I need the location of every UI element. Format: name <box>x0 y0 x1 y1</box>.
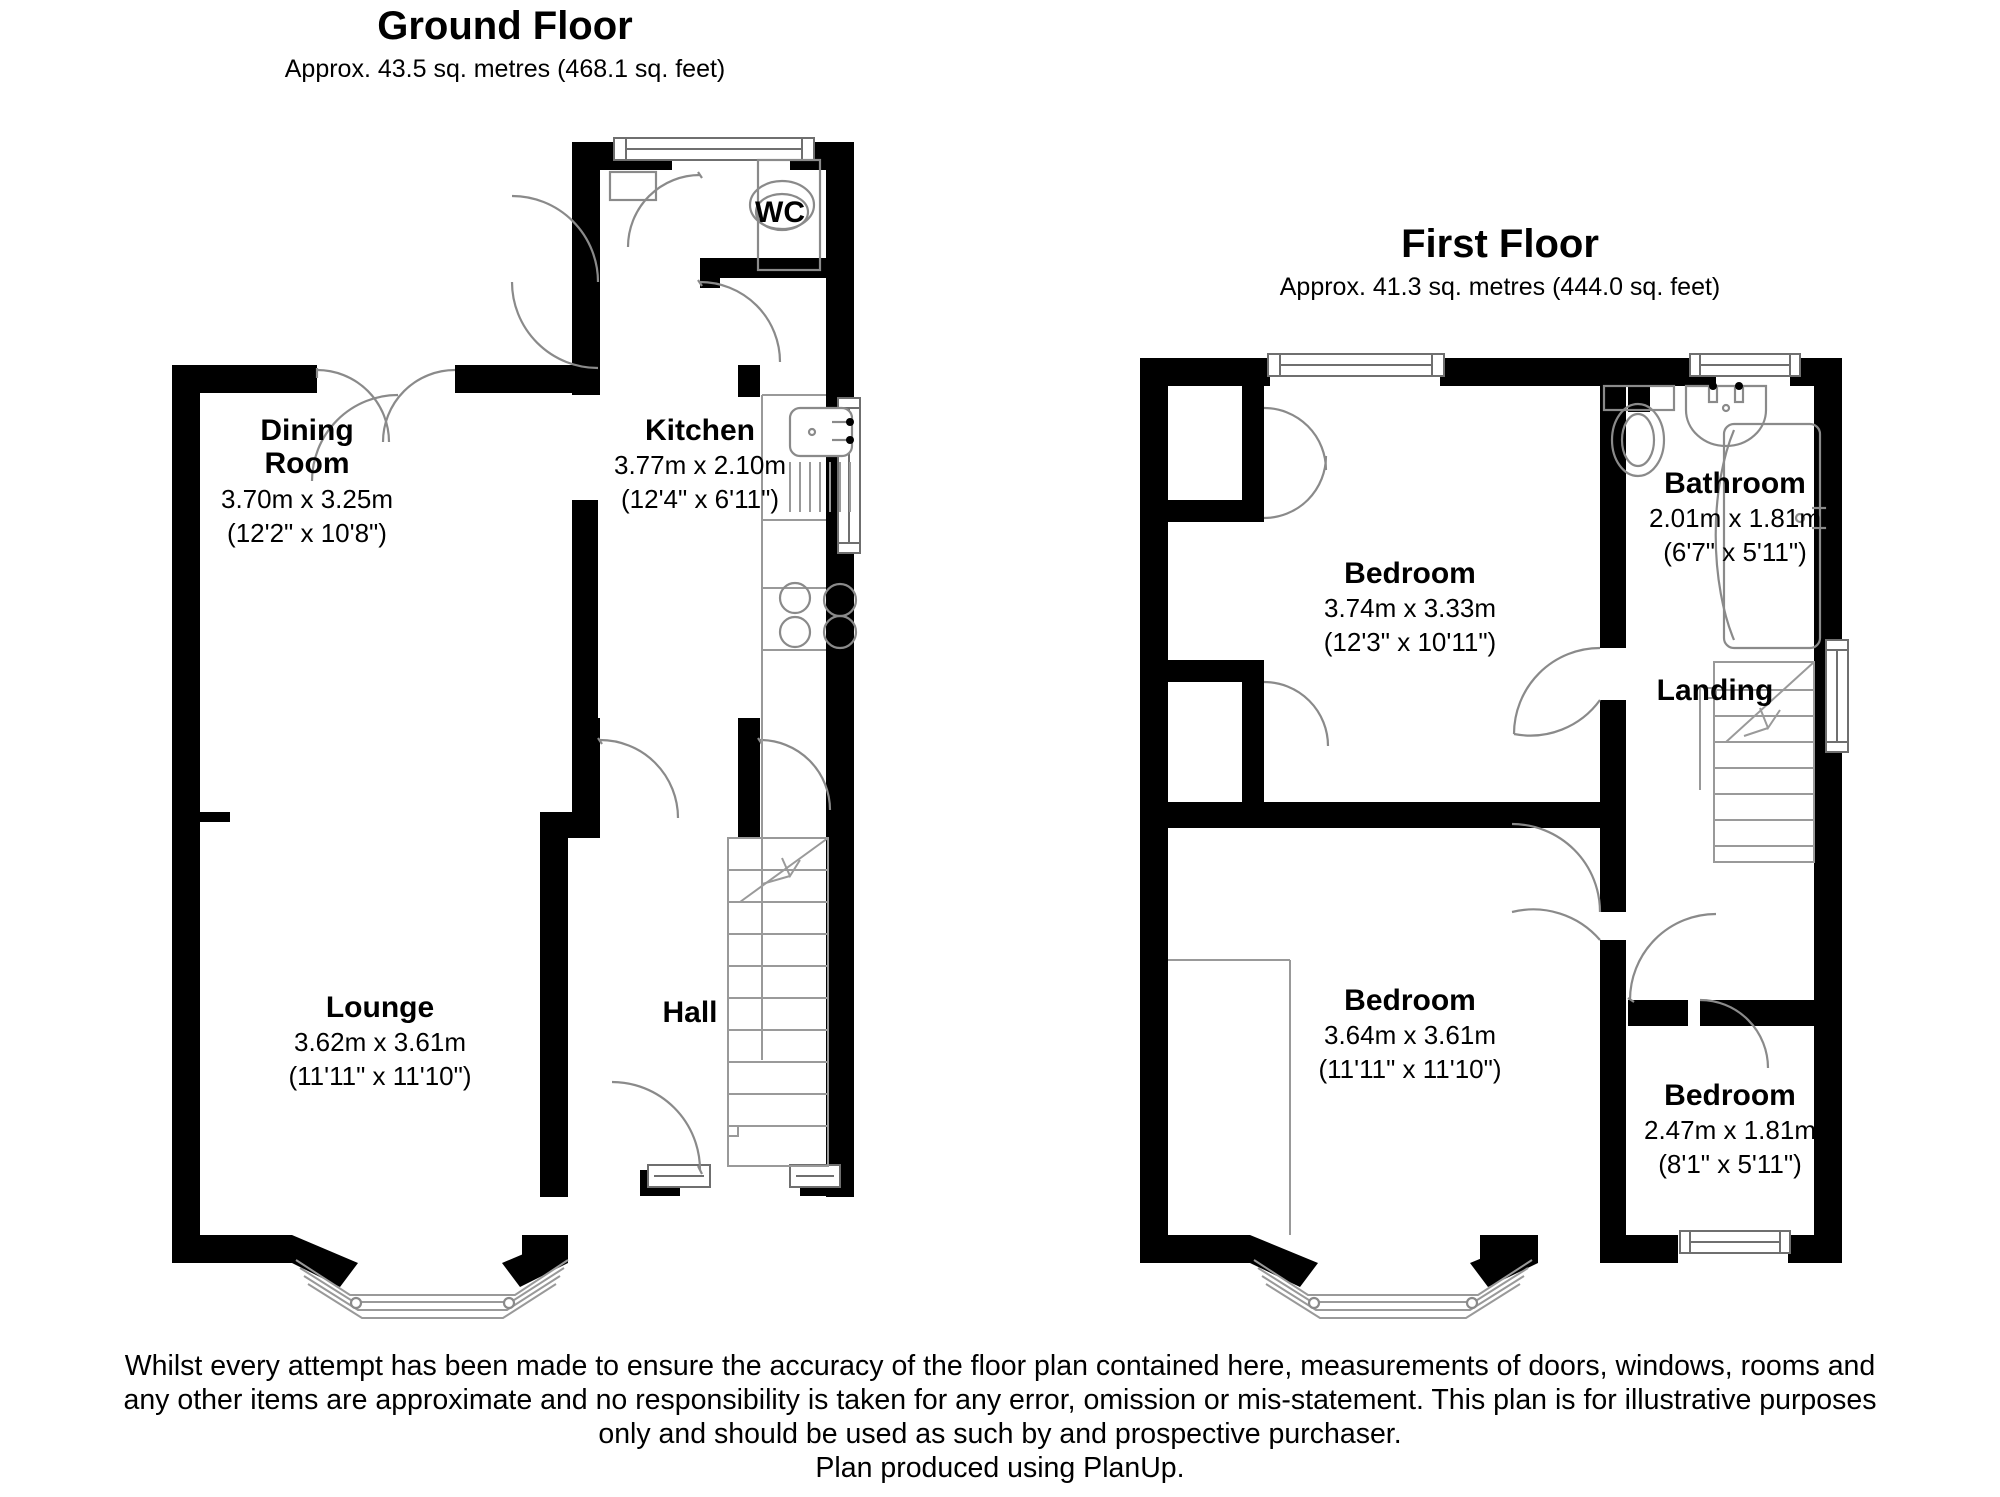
door-lounge <box>611 1080 703 1175</box>
label-kitchen: Kitchen <box>645 414 755 447</box>
window-rear-extension <box>613 137 815 161</box>
label-bedroom-3-metric: 2.47m x 1.81m <box>1644 1115 1816 1145</box>
ground-floor-area: Approx. 43.5 sq. metres (468.1 sq. feet) <box>284 55 726 83</box>
door-wc <box>626 171 703 248</box>
window-lounge-bay <box>295 1259 569 1319</box>
label-bedroom-1-imperial: (12'3" x 10'11") <box>1324 627 1496 657</box>
label-dining-room: Dining <box>260 414 353 447</box>
disclaimer-line-1: Whilst every attempt has been made to en… <box>124 1350 1876 1382</box>
first-floor-stairs <box>1699 661 1815 863</box>
label-lounge-metric: 3.62m x 3.61m <box>294 1027 466 1057</box>
window-bedroom1 <box>1267 353 1445 377</box>
label-kitchen-metric: 3.77m x 2.10m <box>614 450 786 480</box>
label-bedroom-3: Bedroom <box>1664 1079 1796 1112</box>
label-hall: Hall <box>662 996 717 1029</box>
disclaimer-block: Whilst every attempt has been made to en… <box>0 1349 2000 1485</box>
label-bathroom: Bathroom <box>1664 467 1806 500</box>
first-floor-windows <box>1253 353 1849 1319</box>
window-landing <box>1825 639 1849 753</box>
label-wc: WC <box>755 196 805 229</box>
first-floor-header: First Floor Approx. 41.3 sq. metres (444… <box>1240 222 1760 302</box>
door-dining-to-hall <box>597 737 680 819</box>
label-bedroom-2-imperial: (11'11" x 11'10") <box>1318 1054 1501 1084</box>
ground-floor-title: Ground Floor <box>377 4 633 48</box>
kitchen-hob <box>778 581 858 650</box>
door-dining-french <box>315 368 456 443</box>
first-floor-plan: Bathroom 2.01m x 1.81m (6'7" x 5'11") Be… <box>1140 353 1849 1319</box>
kitchen-fixtures <box>761 394 858 1060</box>
label-bathroom-imperial: (6'7" x 5'11") <box>1663 537 1807 567</box>
first-floor-walls <box>1140 358 1842 1287</box>
disclaimer-line-3: only and should be used as such by and p… <box>598 1418 1402 1450</box>
wc-fixtures <box>608 158 822 272</box>
first-floor-area: Approx. 41.3 sq. metres (444.0 sq. feet) <box>1279 273 1721 301</box>
ground-floor-walls <box>172 142 854 1287</box>
label-bedroom-3-imperial: (8'1" x 5'11") <box>1658 1149 1802 1179</box>
first-floor-title: First Floor <box>1401 222 1599 266</box>
door-hall-lobby <box>697 279 782 363</box>
sink-drainer <box>789 462 851 512</box>
label-bedroom-2-metric: 3.64m x 3.61m <box>1324 1020 1496 1050</box>
ground-floor-stairs <box>727 837 829 1167</box>
label-lounge-imperial: (11'11" x 11'10") <box>288 1061 471 1091</box>
door-bedroom3 <box>1699 998 1770 1069</box>
label-dining-metric: 3.70m x 3.25m <box>221 484 393 514</box>
first-floor-doors <box>1263 406 1770 1069</box>
window-bathroom <box>1689 353 1801 377</box>
ground-floor-doors <box>310 171 832 1175</box>
label-bedroom-1: Bedroom <box>1344 557 1476 590</box>
ground-floor-room-labels: Dining Room 3.70m x 3.25m (12'2" x 10'8"… <box>221 196 805 1091</box>
door-bathroom <box>1627 912 1717 1003</box>
window-bedroom2-bay <box>1253 1259 1533 1319</box>
window-hall-front <box>647 1164 841 1188</box>
first-floor-room-labels: Bathroom 2.01m x 1.81m (6'7" x 5'11") Be… <box>1318 467 1821 1179</box>
label-dining-room-2: Room <box>265 447 350 480</box>
label-kitchen-imperial: (12'4" x 6'11") <box>621 484 779 514</box>
label-dining-imperial: (12'2" x 10'8") <box>227 518 387 548</box>
door-bedroom1-closet <box>1263 406 1328 520</box>
door-bedroom1-lower <box>1263 680 1330 747</box>
door-kitchen-to-hall <box>757 737 832 811</box>
label-bedroom-2: Bedroom <box>1344 984 1476 1017</box>
door-rear-lobby <box>510 194 600 370</box>
label-lounge: Lounge <box>326 991 434 1024</box>
bathroom-fixtures <box>1602 382 1834 650</box>
door-rear-to-dining <box>310 393 399 482</box>
door-bedroom1-entry <box>1512 646 1601 737</box>
label-bedroom-1-metric: 3.74m x 3.33m <box>1324 593 1496 623</box>
toilet-fixture <box>1602 384 1676 478</box>
ground-floor-header: Ground Floor Approx. 43.5 sq. metres (46… <box>230 4 780 84</box>
label-bathroom-metric: 2.01m x 1.81m <box>1649 503 1821 533</box>
label-landing: Landing <box>1657 674 1774 707</box>
basin-fixture <box>1684 382 1768 448</box>
disclaimer-line-4: Plan produced using PlanUp. <box>815 1452 1185 1484</box>
bath-fixture <box>1714 422 1834 650</box>
window-bedroom3 <box>1679 1230 1791 1254</box>
bedroom2-bed-outline <box>1168 959 1291 1235</box>
door-bedroom2-entry <box>1511 822 1602 941</box>
disclaimer-line-2: any other items are approximate and no r… <box>123 1384 1877 1416</box>
ground-floor-plan: Dining Room 3.70m x 3.25m (12'2" x 10'8"… <box>172 137 861 1319</box>
